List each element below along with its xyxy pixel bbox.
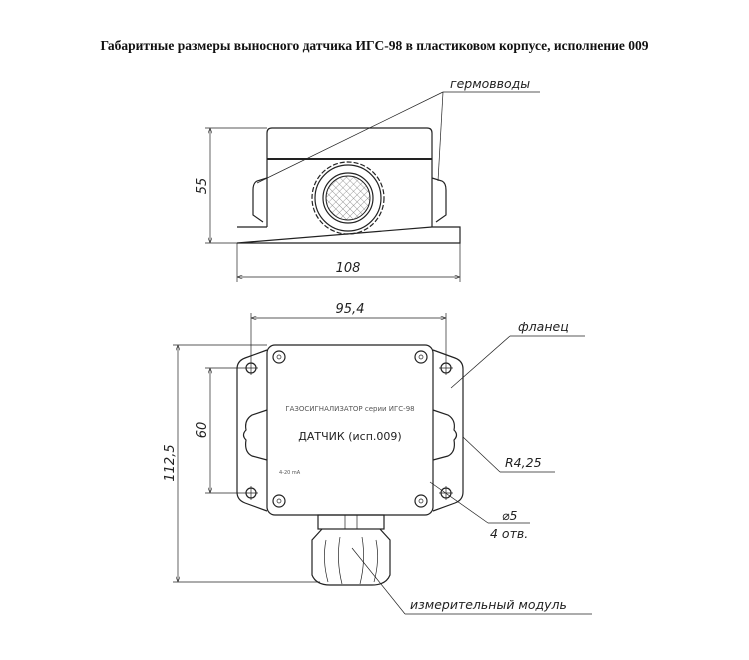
dim-width-95-4: 95,4 [336, 302, 365, 317]
flange-right [432, 349, 464, 512]
flange-left [236, 349, 268, 512]
side-gland-left [242, 409, 268, 461]
drawing-title: Габаритные размеры выносного датчика ИГС… [100, 38, 649, 53]
gland-right [431, 177, 447, 223]
label-radius: R4,25 [505, 455, 542, 470]
label-flange: фланец [518, 319, 569, 334]
dim-width-108: 108 [336, 261, 361, 276]
top-view: ГАЗОСИГНАЛИЗАТОР серии ИГС-98 ДАТЧИК (ис… [163, 302, 592, 615]
dim-height-112-5: 112,5 [163, 444, 178, 481]
sensor-nut [311, 161, 385, 235]
flange-base [236, 226, 461, 244]
measuring-module-gland [311, 514, 391, 586]
dim-holes-60: 60 [195, 422, 210, 439]
label-measuring-module: измерительный модуль [410, 597, 567, 612]
label-hole-count: 4 отв. [490, 526, 528, 541]
housing-body [266, 127, 433, 227]
lid-screws [272, 350, 428, 508]
plate-line-2: ДАТЧИК (исп.009) [298, 430, 401, 443]
side-gland-right [432, 409, 458, 461]
front-view: 55 108 гермовводы [195, 76, 540, 282]
label-glands: гермовводы [450, 76, 530, 91]
dim-height-55: 55 [195, 178, 210, 195]
label-hole-diameter: ⌀5 [502, 508, 518, 523]
plate-line-1: ГАЗОСИГНАЛИЗАТОР серии ИГС-98 [285, 405, 414, 413]
plate-line-3: 4-20 mA [279, 470, 301, 476]
gland-left [252, 177, 268, 223]
